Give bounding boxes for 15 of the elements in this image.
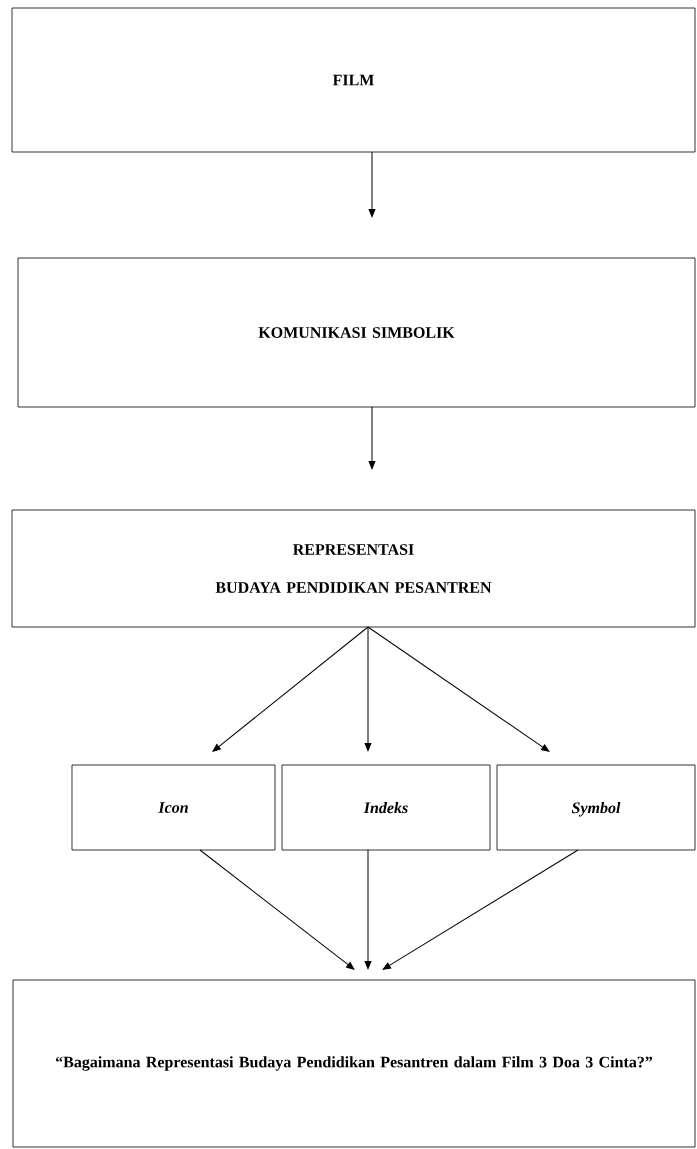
arrow: [368, 151, 376, 218]
concept-box: REPRESENTASI BUDAYA PENDIDIKAN PESANTREN: [11, 509, 696, 628]
arrow: [199, 849, 355, 970]
category-box: Indeks: [281, 764, 491, 851]
arrow: [364, 626, 372, 752]
arrow: [368, 406, 376, 470]
arrow: [364, 849, 372, 970]
concept-box: KOMUNIKASI SIMBOLIK: [17, 257, 696, 408]
arrow: [382, 849, 579, 970]
category-box: Symbol: [496, 764, 696, 851]
arrow: [367, 626, 550, 752]
heading-box: “Bagaimana Representasi Budaya Pendidikan Pesantren dalam Film 3 Doa 3 Cinta?”: [12, 979, 696, 1148]
concept-box: FILM: [11, 7, 696, 153]
arrow: [212, 626, 369, 752]
category-box: Icon: [71, 764, 276, 851]
